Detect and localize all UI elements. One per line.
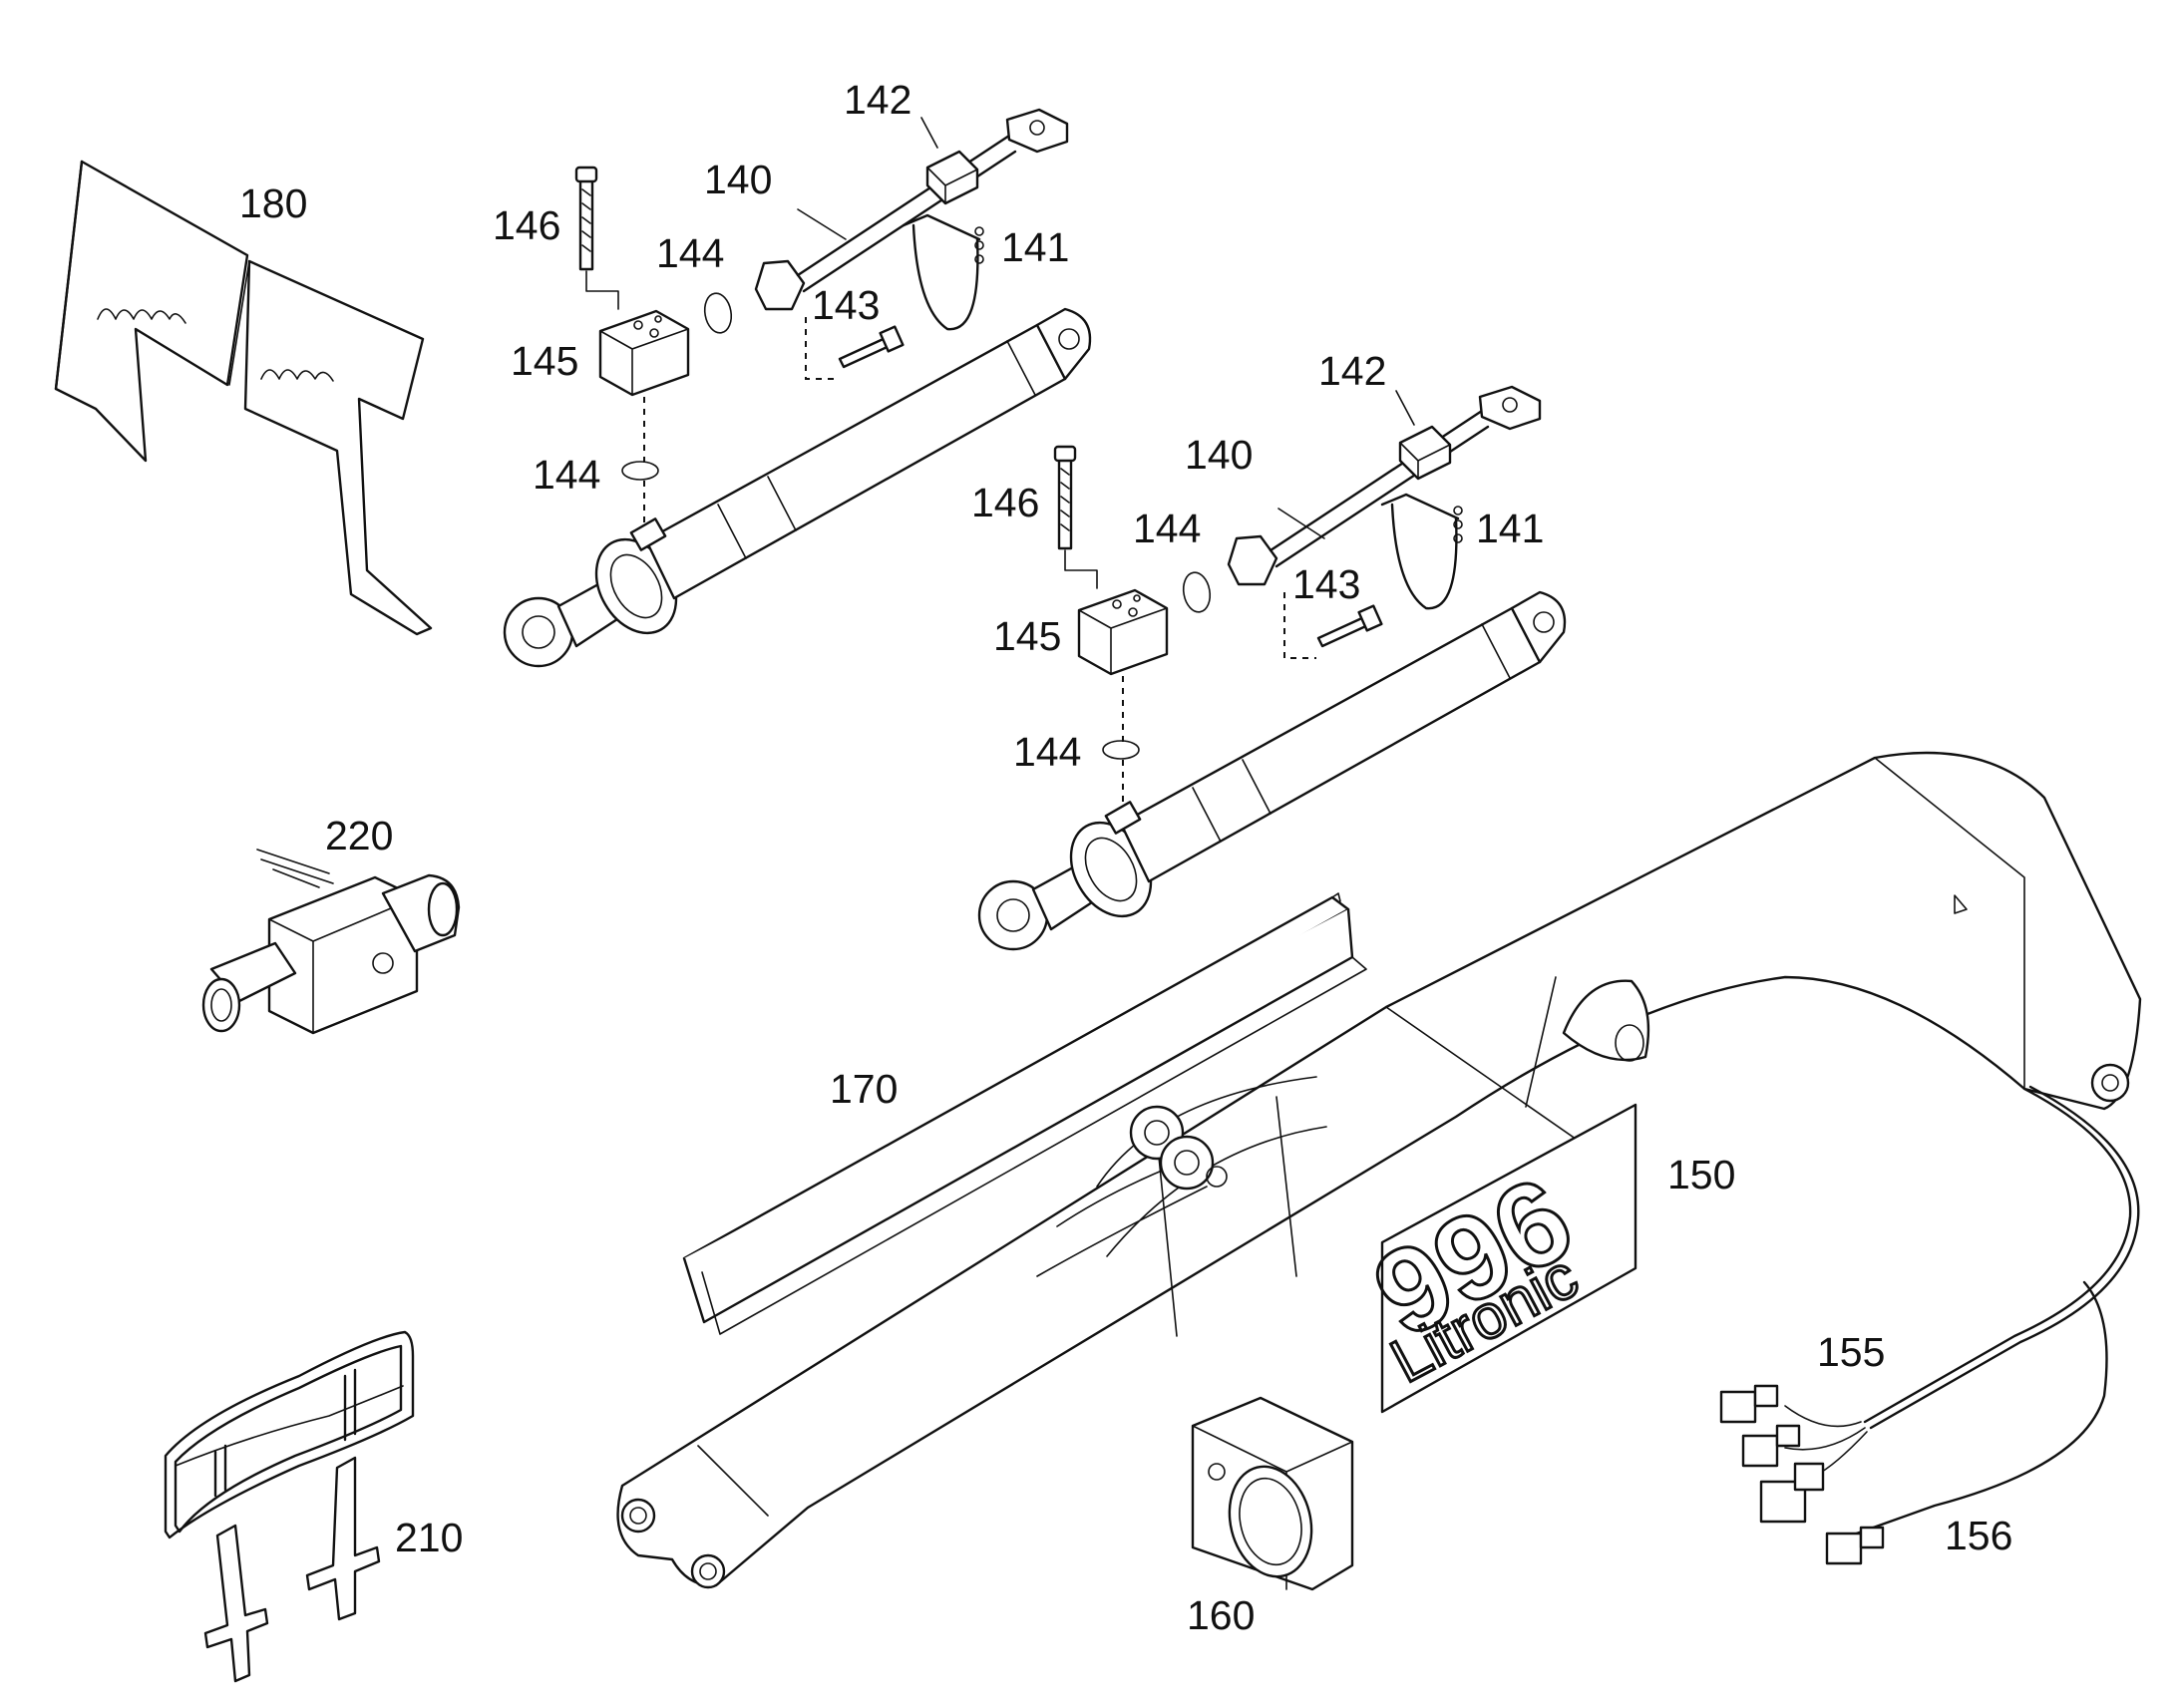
label-146-lower: 146 <box>971 480 1039 525</box>
label-145-lower: 145 <box>993 613 1061 659</box>
part-labels: 180 146 140 142 144 141 143 145 144 142 … <box>239 77 2012 1638</box>
label-170: 170 <box>830 1066 898 1112</box>
work-lamp-160 <box>1191 1396 1354 1591</box>
channel-rail-170 <box>682 892 1367 1335</box>
label-144-lower-ring: 144 <box>1133 506 1201 551</box>
label-144-upper-ring: 144 <box>656 230 724 276</box>
label-141-upper: 141 <box>1001 224 1069 270</box>
label-160: 160 <box>1187 1592 1255 1638</box>
cylinder-lower <box>977 590 1567 951</box>
label-180: 180 <box>239 180 307 226</box>
label-210: 210 <box>395 1515 463 1560</box>
label-140-lower: 140 <box>1185 432 1253 478</box>
label-142-upper: 142 <box>844 77 911 123</box>
label-156: 156 <box>1945 1513 2012 1558</box>
label-140-upper: 140 <box>704 157 772 202</box>
fittings-upper <box>574 108 1069 526</box>
label-220: 220 <box>325 813 393 858</box>
label-146-upper: 146 <box>493 202 560 248</box>
cover-plates-180 <box>54 160 433 636</box>
label-155: 155 <box>1817 1329 1885 1375</box>
label-143-upper: 143 <box>812 282 880 328</box>
label-144-lower-lower: 144 <box>1013 729 1081 775</box>
label-145-upper: 145 <box>511 338 578 384</box>
label-143-lower: 143 <box>1292 561 1360 607</box>
fittings-lower <box>1053 385 1542 806</box>
label-142-lower: 142 <box>1318 348 1386 394</box>
label-144-upper-lower: 144 <box>533 452 600 498</box>
leader-lines <box>797 117 1415 539</box>
wiring-harness-155-156 <box>1719 1085 2140 1565</box>
label-141-lower: 141 <box>1476 506 1544 551</box>
solenoid-valve-220 <box>201 849 461 1035</box>
label-150: 150 <box>1667 1152 1735 1197</box>
guard-rail-210 <box>164 1330 415 1683</box>
logo-decal: 996 Litronic <box>1352 1103 1637 1414</box>
cylinder-upper <box>503 307 1092 668</box>
